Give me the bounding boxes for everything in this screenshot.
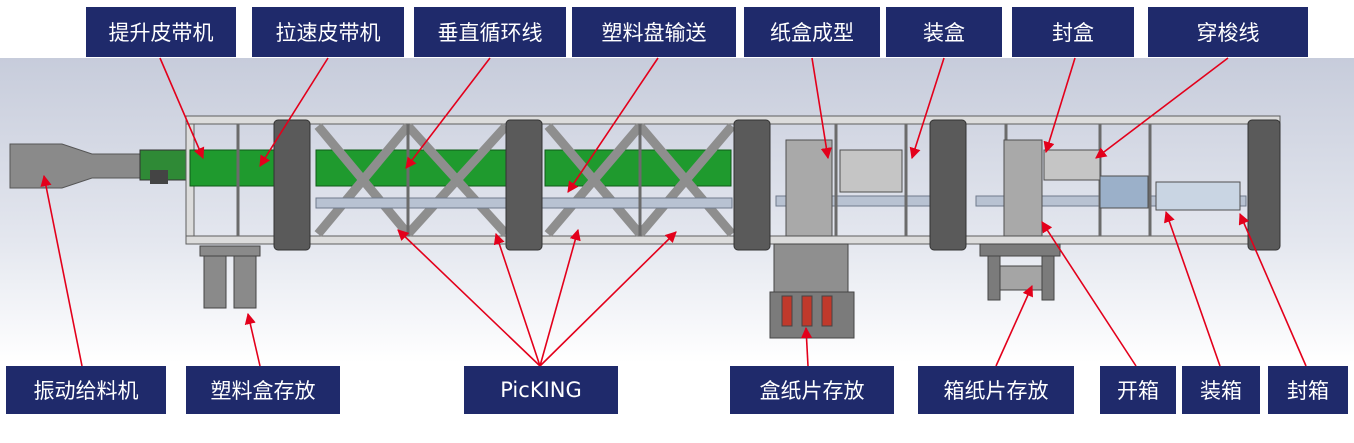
arrow-case-opening (1041, 221, 1137, 367)
case-sheet-storage-unit (979, 243, 1061, 301)
label-case-opening: 开箱 (1100, 366, 1176, 414)
arrow-carton-sheet-storage (800, 326, 813, 367)
background-band (0, 58, 1354, 363)
arrow-speed-belt (259, 57, 329, 167)
arrow-lift-belt (159, 57, 205, 160)
label-tray-conveyor: 塑料盘输送 (572, 7, 736, 57)
label-lift-belt: 提升皮带机 (86, 7, 236, 57)
label-vertical-loop: 垂直循环线 (414, 7, 566, 57)
carton-sheet-storage-unit (769, 243, 855, 339)
arrow-tray-conveyor (567, 57, 659, 193)
arrow-case-packing (1164, 210, 1221, 367)
arrow-picking-1 (397, 229, 541, 367)
plastic-box-storage-unit (199, 245, 261, 309)
label-case-sheet-storage: 箱纸片存放 (918, 366, 1074, 414)
arrow-vibratory-feeder (40, 174, 83, 367)
label-speed-belt: 拉速皮带机 (252, 7, 404, 57)
label-case-sealing: 封箱 (1268, 366, 1348, 414)
arrow-carton-forming (811, 57, 832, 160)
dark-posts (273, 119, 1281, 251)
arrow-shuttle-line (1095, 57, 1229, 159)
arrow-boxing (909, 57, 945, 160)
arrow-plastic-box-storage (244, 312, 261, 367)
label-plastic-box-storage: 塑料盒存放 (186, 366, 340, 414)
label-boxing: 装盒 (886, 7, 1002, 57)
label-box-sealing: 封盒 (1012, 7, 1134, 57)
label-carton-forming: 纸盒成型 (744, 7, 880, 57)
label-shuttle-line: 穿梭线 (1148, 7, 1308, 57)
arrow-case-sheet-storage (995, 284, 1033, 367)
arrow-picking-4 (539, 231, 677, 367)
label-picking: PicKING (464, 366, 618, 414)
pointer-arrows (40, 57, 1307, 367)
cross-braces (314, 122, 736, 238)
label-case-packing: 装箱 (1182, 366, 1260, 414)
machinery (785, 139, 1241, 237)
arrow-picking-3 (539, 228, 581, 367)
arrow-vertical-loop (405, 57, 491, 169)
label-vibratory-feeder: 振动给料机 (6, 366, 166, 414)
label-carton-sheet-storage: 盒纸片存放 (730, 366, 894, 414)
arrow-box-sealing (1043, 57, 1076, 154)
arrow-case-sealing (1238, 212, 1307, 367)
arrow-picking-2 (493, 232, 541, 367)
